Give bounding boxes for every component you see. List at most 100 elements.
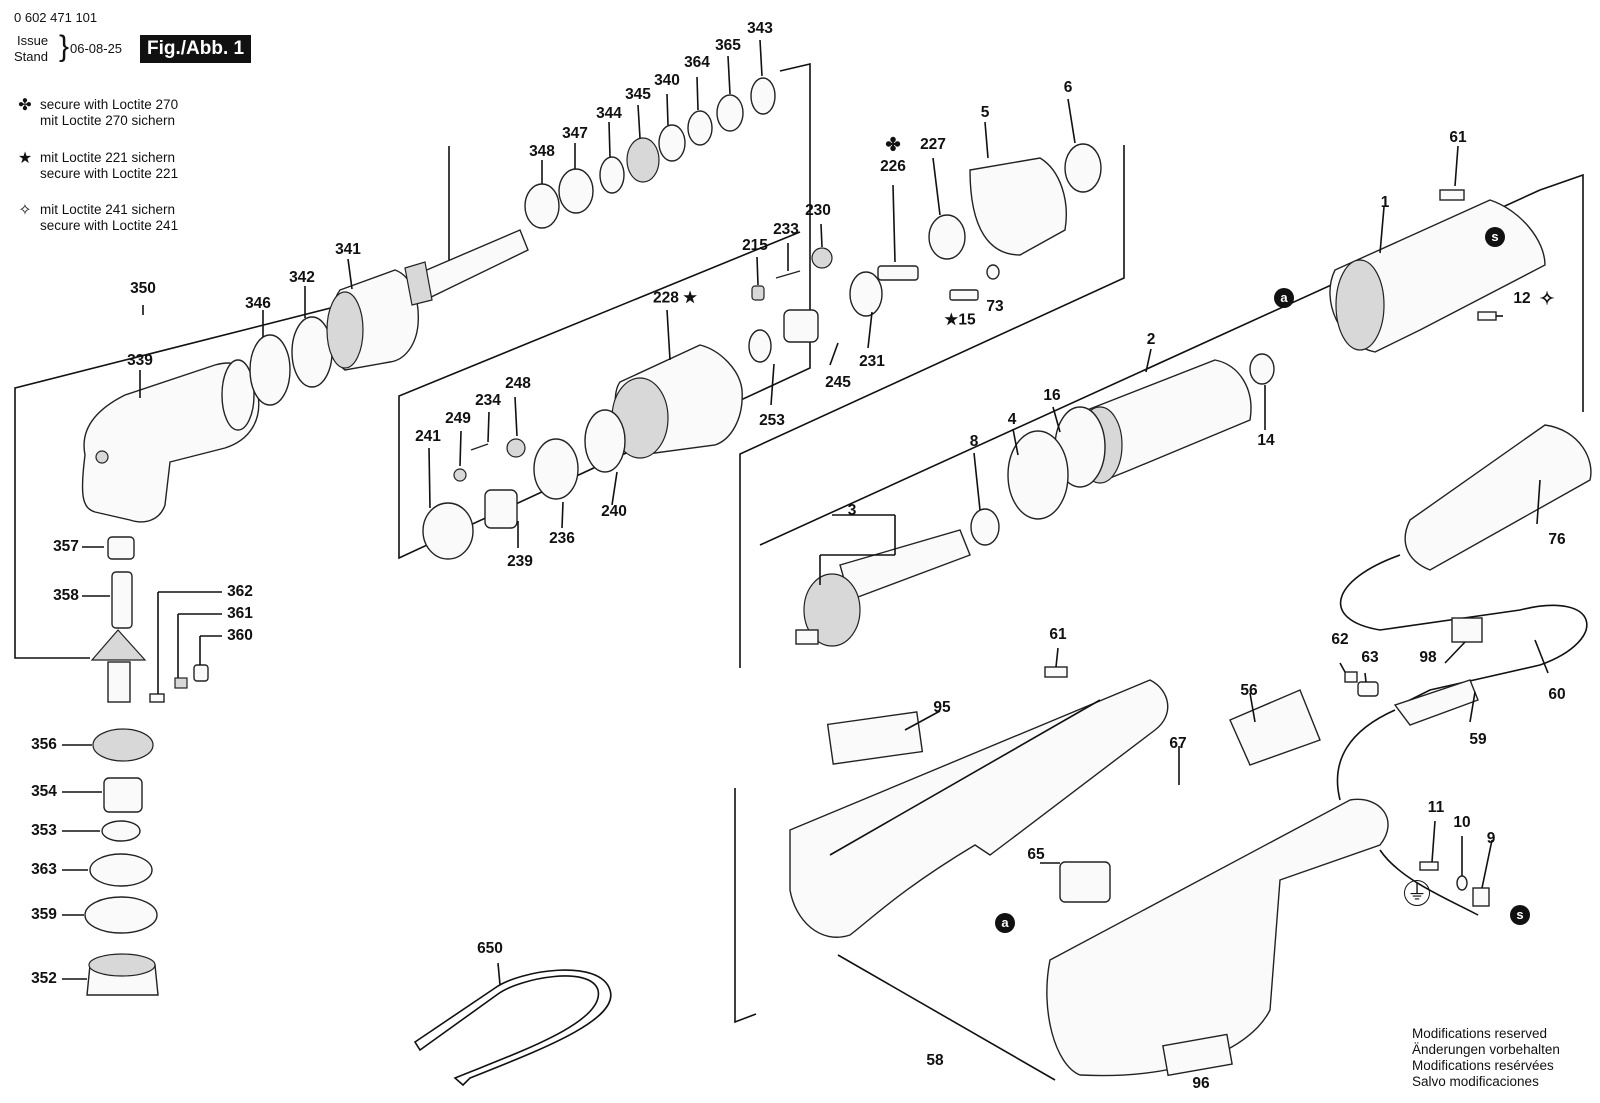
part-label-10: 10 [1453,814,1471,831]
label-95 [826,711,924,765]
part-label-96: 96 [1192,1075,1210,1092]
part-label-65: 65 [1027,846,1045,863]
set-screw-group [149,664,209,703]
leader-lines [62,39,1549,986]
part-label-363: 363 [31,861,57,878]
clamp-63 [1357,681,1379,697]
washer-14 [1249,353,1275,385]
wire-marker-s-motor: s [1485,227,1505,247]
part-label-249: 249 [445,410,471,427]
part-label-6: 6 [1063,79,1073,96]
washer-340 [658,124,686,162]
circlip-343 [750,77,776,115]
part-label-61-top: 61 [1449,129,1467,146]
part-label-14: 14 [1257,432,1275,449]
issue-label: Issue [17,33,49,48]
planet-carrier-245 [783,309,819,343]
part-label-15: ★15 [944,311,976,329]
part-label-226: 226 [880,158,906,175]
washer-253 [748,329,772,363]
part-label-2: 2 [1146,331,1156,348]
part-label-215: 215 [742,237,768,254]
screw-61 [1439,189,1465,201]
part-label-9: 9 [1486,830,1496,847]
baffle-4 [1007,430,1069,520]
part-label-233: 233 [773,221,799,238]
legend-line: secure with Loctite 270 [40,97,179,112]
planet-gear-248 [506,438,526,458]
o-ring-346 [249,334,291,406]
part-label-16: 16 [1043,387,1061,404]
notice-line: Salvo modificaciones [1412,1074,1539,1089]
part-label-59: 59 [1469,731,1487,748]
part-label-63: 63 [1361,649,1379,666]
washer-73 [986,264,1000,280]
part-label-62: 62 [1331,631,1349,648]
clover-icon: ✤ [18,97,32,114]
group-bracket-350 [14,146,450,659]
ground-lug-9 [1472,887,1490,907]
part-label-12: 12 [1513,290,1531,307]
terminal-block-56 [1229,689,1321,766]
screw-11 [1419,861,1439,871]
part-label-241: 241 [415,428,441,445]
washer-10 [1456,875,1468,891]
part-label-67: 67 [1169,735,1187,752]
clover-icon: ✤ [885,134,901,155]
label-96 [1162,1033,1233,1077]
part-label-339: 339 [127,352,153,369]
part-label-365: 365 [715,37,741,54]
part-label-60: 60 [1548,686,1566,703]
flange-5 [969,157,1067,256]
pin-233 [775,270,801,279]
open-star-icon: ✧ [18,202,32,219]
part-label-253: 253 [759,412,785,429]
washer-365 [716,94,744,132]
part-label-362: 362 [227,583,253,600]
legend-item-loctite-241: ✧ mit Loctite 241 sichern secure with Lo… [14,202,178,234]
washer-227 [928,214,966,260]
part-label-11: 11 [1427,799,1445,816]
part-label-245: 245 [825,374,851,391]
part-label-354: 354 [31,783,57,800]
part-label-8: 8 [969,433,979,450]
legend-item-loctite-221: ★ mit Loctite 221 sichern secure with Lo… [14,150,178,182]
planet-gear-230 [811,247,833,269]
washer-344 [599,156,625,194]
o-ring-240 [584,409,626,473]
part-label-240: 240 [601,503,627,520]
ground-icon: ⏚ [1404,880,1430,906]
legend-line: mit Loctite 241 sichern [40,202,176,217]
bail-650 [413,969,612,1087]
notice-line: Modifications resérvées [1412,1058,1554,1073]
part-label-5: 5 [980,104,990,121]
part-label-352: 352 [31,970,57,987]
part-label-356: 356 [31,736,57,753]
part-label-343: 343 [747,20,773,37]
part-label-340: 340 [654,72,680,89]
part-label-248: 248 [505,375,531,392]
legend-line: secure with Loctite 221 [40,166,179,181]
washer-364 [687,110,713,146]
planet-carrier-239 [484,489,518,529]
part-label-228: 228 ★ [652,289,698,307]
part-label-230: 230 [805,202,831,219]
ball-bearing-6 [1064,143,1102,193]
part-label-239: 239 [507,553,533,570]
ball-bearing-241 [422,502,474,560]
wire-marker-a-bottom: a [995,913,1015,933]
wire-marker-a-top: a [1274,288,1294,308]
pinion-shaft [404,229,529,306]
housing-half-right-58 [1046,798,1389,1077]
part-label-346: 346 [245,295,271,312]
housing-half-left-58 [789,679,1169,938]
star-icon: ★ [17,150,33,167]
shaft-226 [877,265,919,281]
washer-231 [849,271,883,317]
stand-label: Stand [14,49,48,64]
angle-head-339 [81,359,260,523]
part-label-357: 357 [53,538,79,555]
cable-assembly-60 [1336,424,1592,801]
part-label-3: 3 [847,502,857,519]
